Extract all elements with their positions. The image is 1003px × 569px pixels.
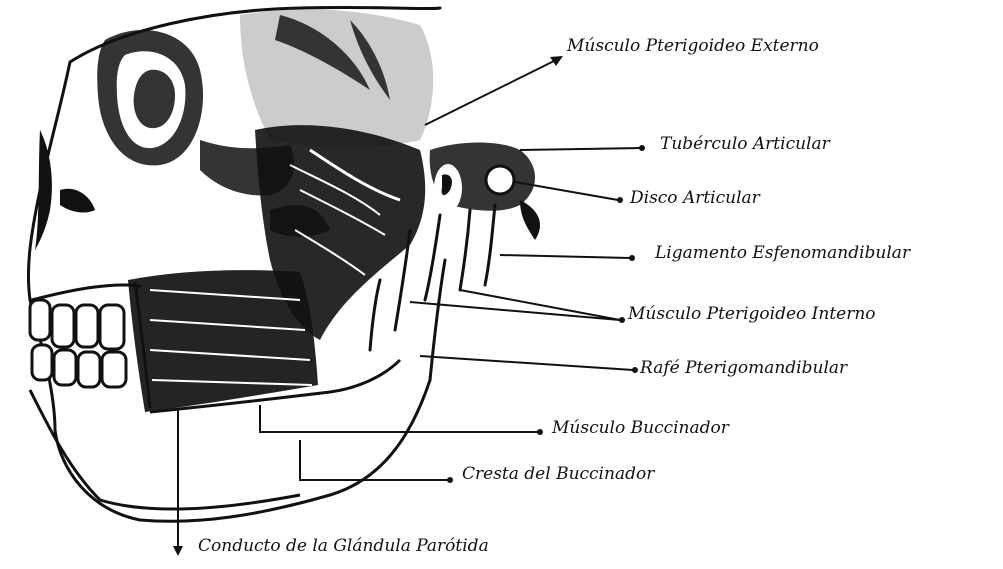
articular-area — [430, 143, 540, 241]
label-ligamento-esfenomandibular: Ligamento Esfenomandibular — [655, 245, 910, 262]
label-tuberculo-articular: Tubérculo Articular — [660, 136, 830, 153]
label-musculo-pterigoideo-externo: Músculo Pterigoideo Externo — [567, 38, 819, 55]
label-conducto-glandula-parotida: Conducto de la Glándula Parótida — [198, 538, 489, 555]
orbit — [97, 30, 203, 165]
label-rafe-pterigomandibular: Rafé Pterigomandibular — [640, 360, 847, 377]
label-musculo-buccinador: Músculo Buccinador — [552, 420, 729, 437]
label-disco-articular: Disco Articular — [630, 190, 760, 207]
nasal-cavity — [35, 130, 95, 250]
label-cresta-del-buccinador: Cresta del Buccinador — [462, 466, 654, 483]
label-musculo-pterigoideo-interno: Músculo Pterigoideo Interno — [628, 306, 876, 323]
buccinator-block — [128, 270, 318, 412]
teeth — [30, 300, 126, 387]
